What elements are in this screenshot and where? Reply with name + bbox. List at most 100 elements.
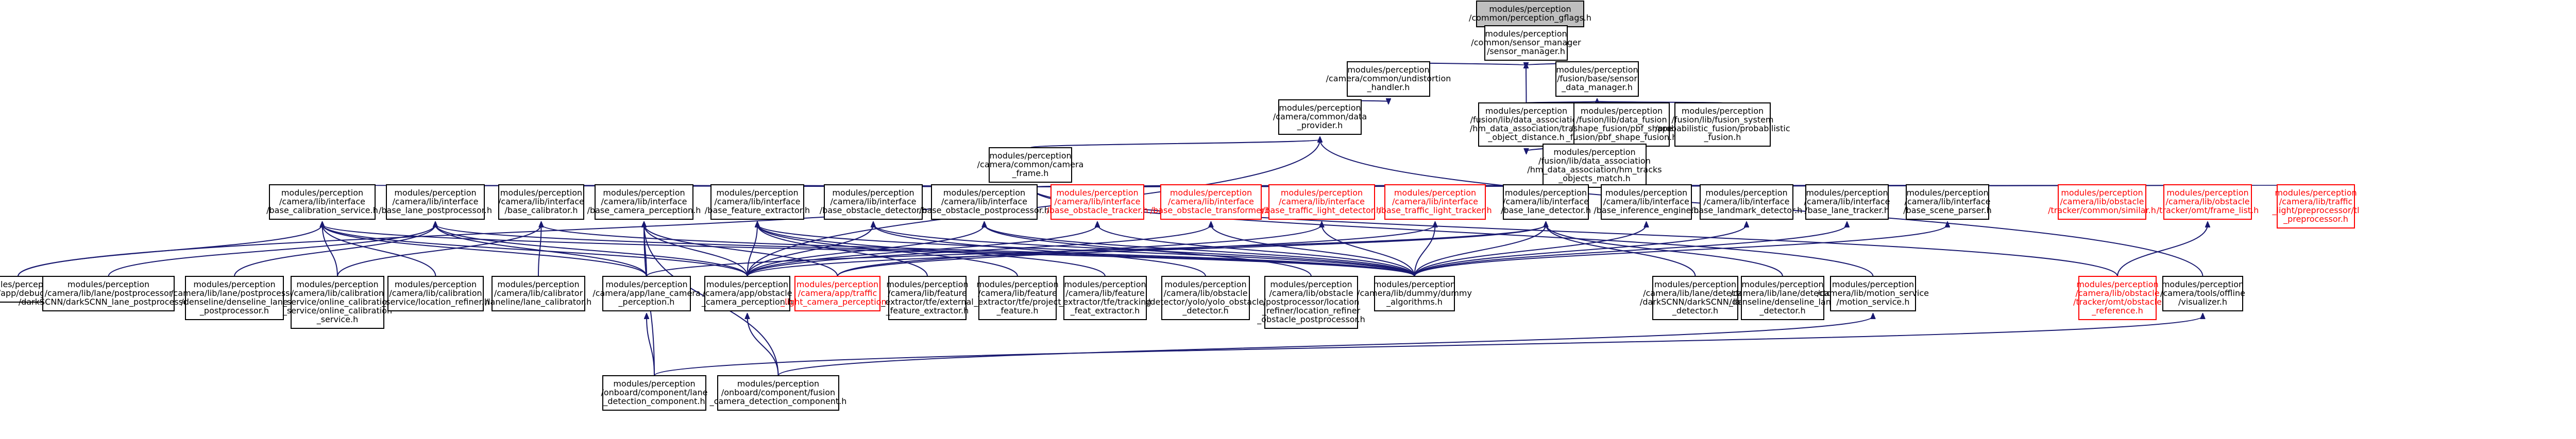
node-label-line: _detection_component.h (603, 396, 705, 407)
node-label-line: /base_obstacle_tracker.h (1046, 205, 1148, 216)
node-inference-engine[interactable]: modules/perception/camera/lib/interface/… (1594, 184, 1699, 220)
node-fusion-camera-detection-component[interactable]: modules/perception/onboard/component/fus… (709, 375, 847, 411)
dependency-edge (538, 224, 541, 277)
node-label-line: /darkSCNN/darkSCNN_lane_postprocessor.h (19, 297, 198, 307)
node-obstacle-transformer[interactable]: modules/perception/camera/lib/interface/… (1150, 184, 1272, 220)
node-lane-calibrator[interactable]: modules/perception/camera/lib/calibrator… (485, 276, 592, 311)
node-box (2163, 184, 2252, 220)
dependency-edge (323, 224, 436, 277)
node-label-line: /camera/lib/calibration (291, 288, 384, 298)
node-lane-detection-component[interactable]: modules/perception/onboard/component/lan… (601, 375, 708, 411)
node-denseline-postprocessor[interactable]: modules/perception/camera/lib/lane/postp… (19, 276, 198, 311)
node-common-similar[interactable]: modules/perception/camera/lib/obstacle/t… (2048, 184, 2156, 220)
node-box (1160, 184, 1262, 220)
node-label-line: /shape_fusion/pbf_shape (1571, 124, 1673, 134)
node-label-line: _light_camera_perception.h (780, 297, 894, 307)
node-lane-detector[interactable]: modules/perception/camera/lib/interface/… (1501, 184, 1591, 220)
node-label-line: /base_inference_engine.h (1594, 205, 1699, 216)
node-label-line: /base_obstacle_detector.h (820, 205, 927, 216)
node-online-calibration-service[interactable]: modules/perception/camera/lib/calibratio… (282, 276, 392, 329)
node-box (492, 276, 585, 311)
node-label-line: /base_lane_detector.h (1501, 205, 1591, 216)
node-camera-frame[interactable]: modules/perception/camera/common/camera_… (977, 147, 1084, 183)
dependency-edge (646, 224, 1546, 277)
node-box (1555, 61, 1639, 97)
node-dummy-algorithms[interactable]: modules/perception/camera/lib/dummy/dumm… (1357, 276, 1472, 311)
node-denseline-lane-detector[interactable]: modules/perception/camera/lib/lane/detec… (1729, 276, 1836, 320)
node-frame-list[interactable]: modules/perception/camera/lib/obstacle/t… (2157, 184, 2259, 220)
dependency-edge (1322, 224, 1415, 277)
node-root[interactable]: modules/perception/common/perception_gfl… (1469, 1, 1591, 27)
node-motion-service[interactable]: modules/perception/camera/lib/motion_ser… (1817, 276, 1929, 311)
node-label-line: /detector/yolo/yolo_obstacle (1147, 297, 1264, 307)
dependency-edge (323, 224, 338, 277)
node-label-line: _extractor/tfe/tracking (1058, 297, 1151, 307)
node-lane-camera-perception[interactable]: modules/perception/camera/app/lane_camer… (592, 276, 701, 311)
node-label-line: /camera/lib/feature (1065, 288, 1144, 298)
node-location-refiner[interactable]: modules/perception/camera/lib/calibratio… (381, 276, 489, 311)
node-box (931, 184, 1038, 220)
node-yolo-obstacle-detector[interactable]: modules/perception/camera/lib/obstacle/d… (1147, 276, 1264, 320)
node-calibrator[interactable]: modules/perception/camera/lib/interface/… (498, 184, 584, 220)
node-obstacle-tracker[interactable]: modules/perception/camera/lib/interface/… (1046, 184, 1148, 220)
node-label-line: modules/perception (605, 279, 687, 289)
node-label-line: /camera/lib/interface (1392, 197, 1478, 206)
node-sensor-manager[interactable]: modules/perception/common/sensor_manager… (1471, 25, 1581, 61)
node-label-line: /camera/app/traffic (798, 288, 877, 298)
node-label-line: modules/perception (1347, 65, 1429, 75)
node-denseline-lane-pp[interactable]: modules/perception/camera/lib/lane/postp… (171, 276, 298, 320)
node-obstacle-reference[interactable]: modules/perception/camera/lib/obstacle/t… (2073, 276, 2162, 320)
node-traffic-light-tracker[interactable]: modules/perception/camera/lib/interface/… (1378, 184, 1492, 220)
node-box (2277, 184, 2355, 229)
node-label-line: /visualizer.h (2178, 297, 2227, 307)
node-label-line: modules/perception (1489, 4, 1571, 14)
node-calibration-service[interactable]: modules/perception/camera/lib/interface/… (266, 184, 378, 220)
node-external-feature-extractor[interactable]: modules/perception/camera/lib/feature_ex… (880, 276, 974, 320)
dependency-edge (873, 224, 1206, 277)
node-label-line: _frame.h (1012, 168, 1049, 179)
node-obstacle-camera-perception[interactable]: modules/perception/camera/app/obstacle_c… (701, 276, 793, 311)
node-box (1063, 276, 1147, 320)
node-label-line: /camera/lib/interface (279, 197, 365, 206)
node-label-line: /tracker/omt/frame_list.h (2157, 205, 2259, 216)
node-hm-tracks-objects-match[interactable]: modules/perception/fusion/lib/data_assoc… (1527, 144, 1662, 188)
node-coordinate-handler[interactable]: modules/perception/camera/common/undisto… (1326, 61, 1451, 97)
node-box (824, 184, 923, 220)
node-lane-postprocessor[interactable]: modules/perception/camera/lib/interface/… (379, 184, 492, 220)
node-project-feature[interactable]: modules/perception/camera/lib/feature_ex… (973, 276, 1061, 320)
dependency-edge (644, 224, 838, 277)
node-traffic-light-camera-perception[interactable]: modules/perception/camera/app/traffic_li… (780, 276, 894, 311)
node-darkscnn-lane-detector[interactable]: modules/perception/camera/lib/lane/detec… (1640, 276, 1751, 320)
node-label-line: modules/perception (497, 279, 579, 289)
node-location-refiner-pp[interactable]: modules/perception/camera/lib/obstacle/p… (1257, 276, 1365, 329)
node-obstacle-detector[interactable]: modules/perception/camera/lib/interface/… (820, 184, 927, 220)
node-tracking-feat-extractor[interactable]: modules/perception/camera/lib/feature_ex… (1058, 276, 1151, 320)
node-track-object-distance[interactable]: modules/perception/fusion/lib/data_assoc… (1470, 102, 1583, 147)
node-box (1347, 61, 1430, 97)
node-label-line: modules/perception (2275, 188, 2357, 198)
node-label-line: /tracker/omt/obstacle (2073, 297, 2162, 307)
node-probabilistic-fusion[interactable]: modules/perception/fusion/lib/fusion_sys… (1655, 102, 1790, 147)
node-box (1906, 184, 1989, 220)
node-box (595, 184, 693, 220)
node-feature-extractor[interactable]: modules/perception/camera/lib/interface/… (705, 184, 810, 220)
node-label-line: modules/perception (1281, 188, 1363, 198)
node-lane-tracker[interactable]: modules/perception/camera/lib/interface/… (1804, 184, 1890, 220)
node-tl-preprocessor[interactable]: modules/perception/camera/lib/traffic_li… (2272, 184, 2360, 229)
node-label-line: modules/perception (394, 188, 476, 198)
node-visualizer[interactable]: modules/perception/camera/tools/offline/… (2160, 276, 2245, 311)
node-data-provider[interactable]: modules/perception/camera/common/data_pr… (1273, 99, 1367, 135)
dependency-edge (1097, 224, 1415, 277)
node-obstacle-postprocessor[interactable]: modules/perception/camera/lib/interface/… (919, 184, 1049, 220)
node-label-line: /base_feature_extractor.h (705, 205, 810, 216)
node-label-line: /camera/lib/obstacle (1269, 288, 1353, 298)
node-label-line: modules/perception (1485, 29, 1567, 39)
node-scene-parser[interactable]: modules/perception/camera/lib/interface/… (1903, 184, 1992, 220)
node-label-line: /camera/lib/feature (888, 288, 967, 298)
node-base-sensor-data-manager[interactable]: modules/perception/fusion/base/sensor_da… (1555, 61, 1639, 97)
node-box (2078, 276, 2157, 320)
node-landmark-detector[interactable]: modules/perception/camera/lib/interface/… (1691, 184, 1803, 220)
dependency-edge (1211, 224, 1415, 277)
node-traffic-light-detector[interactable]: modules/perception/camera/lib/interface/… (1262, 184, 1381, 220)
node-camera-perception[interactable]: modules/perception/camera/lib/interface/… (587, 184, 701, 220)
